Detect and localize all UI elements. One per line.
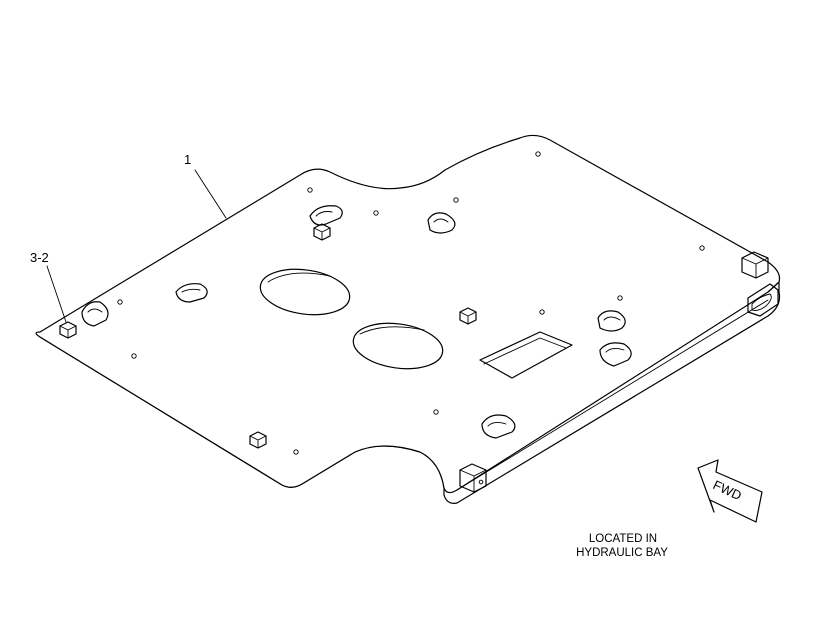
hex-nut xyxy=(313,223,331,241)
fwd-label: FWD xyxy=(711,477,744,503)
oval-cutout-1 xyxy=(259,268,351,316)
oval-cutout-2 xyxy=(352,322,444,370)
keyhole-slot xyxy=(599,342,632,367)
corner-block-front xyxy=(459,463,487,493)
hex-nut xyxy=(459,307,477,325)
keyhole-slot xyxy=(427,212,456,234)
rect-cutout xyxy=(479,331,573,379)
plate-top-face xyxy=(35,134,781,494)
fwd-direction-arrow: FWD xyxy=(697,459,763,523)
right-edge-bracket xyxy=(747,283,779,317)
keyhole-slot xyxy=(81,301,109,327)
hex-nut-callout-3-2 xyxy=(59,321,77,339)
callout-label-1: 1 xyxy=(184,152,191,167)
keyhole-slot xyxy=(481,414,516,439)
leader-line-1 xyxy=(194,169,227,219)
keyhole-slot xyxy=(309,205,343,226)
right-edge-slot xyxy=(751,293,772,311)
location-note-line-2: HYDRAULIC BAY xyxy=(576,547,668,559)
keyhole-slot xyxy=(175,283,208,303)
mounting-plate xyxy=(35,134,781,504)
leader-line-3-2 xyxy=(46,265,67,323)
keyhole-slot xyxy=(597,310,626,332)
location-note-line-1: LOCATED IN xyxy=(589,533,657,545)
mounting-holes xyxy=(117,151,705,455)
corner-block-rear xyxy=(741,251,769,279)
hex-nut xyxy=(249,431,267,449)
callout-label-3-2: 3-2 xyxy=(30,250,49,265)
plate-front-edge-line xyxy=(456,299,769,491)
